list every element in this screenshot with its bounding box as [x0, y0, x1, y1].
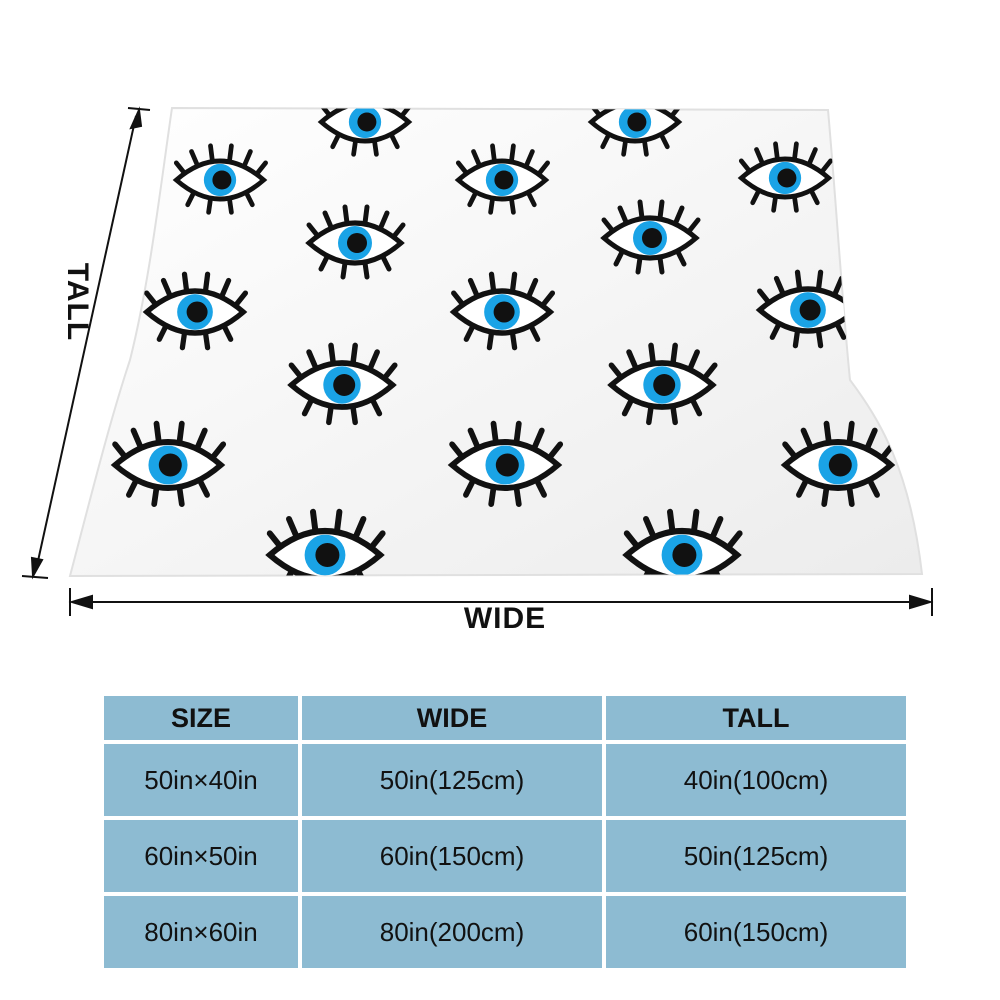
wide-dimension-arrow	[68, 588, 934, 616]
table-header-row: SIZE WIDE TALL	[104, 696, 906, 740]
tall-cell: 50in(125cm)	[606, 820, 906, 892]
evil-eye-icon	[600, 199, 701, 275]
evil-eye-icon	[317, 108, 413, 157]
evil-eye-icon	[449, 271, 556, 351]
header-wide: WIDE	[302, 696, 602, 740]
tall-cell: 60in(150cm)	[606, 896, 906, 968]
evil-eye-icon	[622, 508, 743, 576]
wide-cell: 80in(200cm)	[302, 896, 602, 968]
evil-eye-icon	[587, 108, 683, 157]
tall-label: TALL	[61, 262, 94, 342]
evil-eye-icon	[454, 143, 550, 215]
header-tall: TALL	[606, 696, 906, 740]
evil-eye-icon	[287, 342, 398, 426]
wide-cell: 50in(125cm)	[302, 744, 602, 816]
size-cell: 80in×60in	[104, 896, 298, 968]
table-row: 80in×60in 80in(200cm) 60in(150cm)	[104, 896, 906, 968]
evil-eye-icon	[142, 271, 249, 351]
blanket	[68, 106, 924, 578]
evil-eye-icon	[172, 143, 268, 215]
table-row: 50in×40in 50in(125cm) 40in(100cm)	[104, 744, 906, 816]
evil-eye-icon	[737, 141, 833, 213]
evil-eye-icon	[447, 420, 564, 507]
size-table: SIZE WIDE TALL 50in×40in 50in(125cm) 40i…	[100, 692, 910, 972]
blanket-illustration	[21, 106, 934, 616]
evil-eye-icon	[265, 508, 386, 576]
evil-eye-icon	[607, 342, 718, 426]
header-size: SIZE	[104, 696, 298, 740]
size-cell: 50in×40in	[104, 744, 298, 816]
size-cell: 60in×50in	[104, 820, 298, 892]
evil-eye-icon	[780, 420, 897, 507]
tall-dimension-arrow	[21, 106, 151, 580]
evil-eye-icon	[110, 420, 227, 507]
evil-eye-icon	[305, 204, 406, 280]
tall-cell: 40in(100cm)	[606, 744, 906, 816]
eye-pattern	[110, 108, 897, 576]
table-row: 60in×50in 60in(150cm) 50in(125cm)	[104, 820, 906, 892]
wide-label: WIDE	[463, 602, 547, 635]
wide-cell: 60in(150cm)	[302, 820, 602, 892]
